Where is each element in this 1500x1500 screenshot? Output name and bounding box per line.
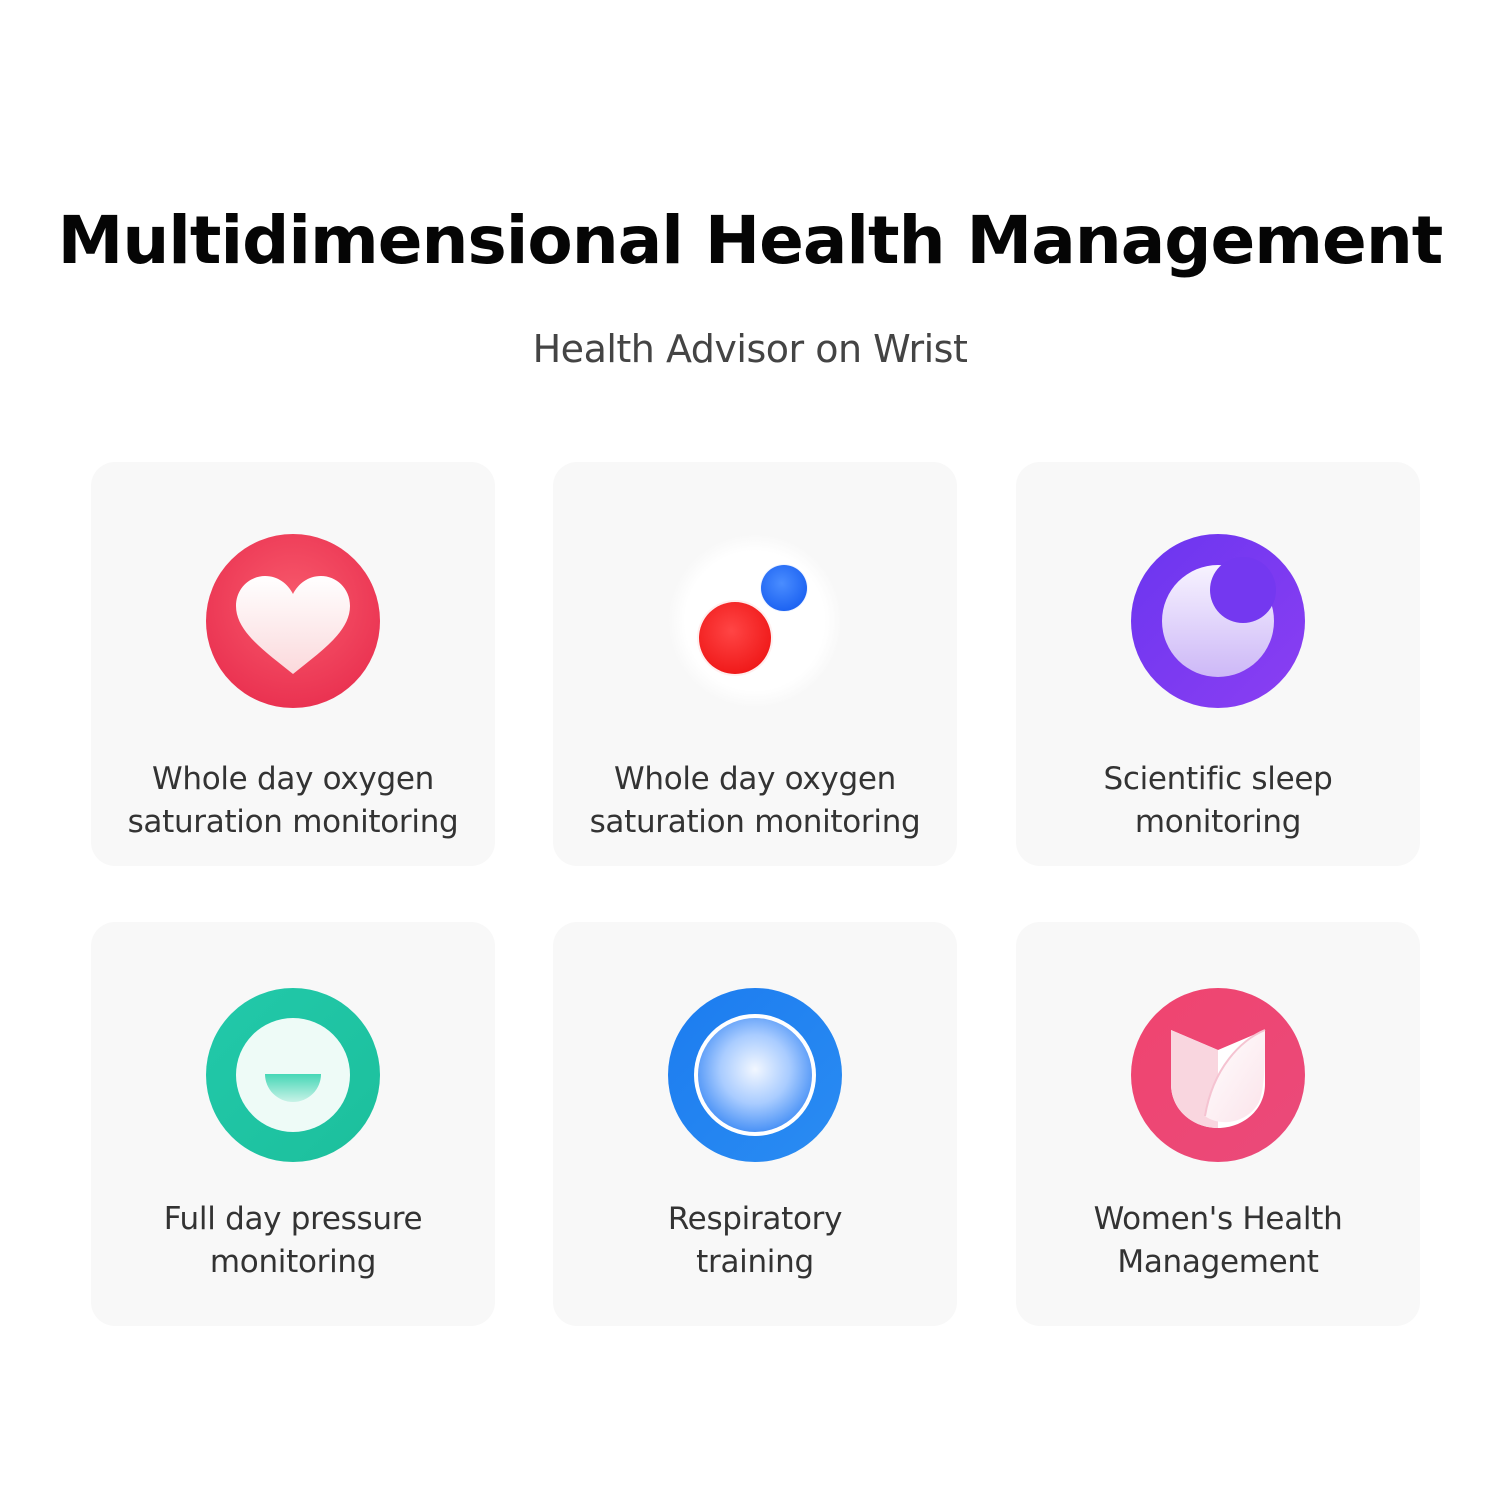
feature-card-sleep[interactable]: Scientific sleep monitoring xyxy=(1016,462,1420,866)
feature-label: Whole day oxygen saturation monitoring xyxy=(589,761,921,840)
moon-icon xyxy=(1131,534,1305,708)
feature-label: Scientific sleep monitoring xyxy=(1103,761,1333,840)
breathing-circle-icon xyxy=(668,988,842,1162)
feature-card-blood-oxygen[interactable]: Whole day oxygen saturation monitoring xyxy=(553,462,957,866)
pressure-face-icon xyxy=(206,988,380,1162)
page-title: Multidimensional Health Management xyxy=(57,202,1444,279)
feature-label: Full day pressure monitoring xyxy=(163,1201,423,1280)
page-subtitle: Health Advisor on Wrist xyxy=(532,327,968,371)
feature-card-womens-health[interactable]: Women's Health Management xyxy=(1016,922,1420,1326)
heart-icon xyxy=(206,534,380,708)
feature-label: Women's Health Management xyxy=(1093,1201,1343,1280)
feature-card-heart-rate[interactable]: Whole day oxygen saturation monitoring xyxy=(91,462,495,866)
lotus-icon xyxy=(1131,988,1305,1162)
blood-oxygen-icon xyxy=(668,534,842,708)
feature-label: Respiratory training xyxy=(667,1201,843,1280)
feature-card-pressure[interactable]: Full day pressure monitoring xyxy=(91,922,495,1326)
feature-label: Whole day oxygen saturation monitoring xyxy=(127,761,459,840)
feature-card-respiratory[interactable]: Respiratory training xyxy=(553,922,957,1326)
